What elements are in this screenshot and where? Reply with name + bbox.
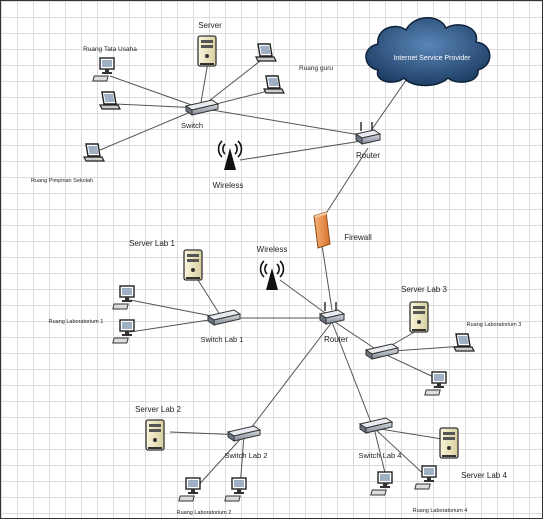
ruang-tata-usaha-label: Ruang Tata Usaha bbox=[83, 46, 137, 53]
ruang-lab1-label: Ruang Laboratorium 1 bbox=[49, 319, 104, 325]
server-lab1-label: Server Lab 1 bbox=[129, 239, 175, 248]
switch-lab2-icon bbox=[227, 425, 261, 442]
pc-icon bbox=[92, 57, 115, 82]
pc-icon bbox=[224, 477, 247, 502]
ruang-lab4-label: Ruang Laboratorium 4 bbox=[413, 508, 468, 514]
router-icon bbox=[319, 301, 345, 325]
laptop-icon bbox=[255, 43, 277, 62]
isp-cloud-icon bbox=[365, 17, 491, 87]
pc-icon bbox=[178, 477, 201, 502]
switch-icon bbox=[185, 99, 219, 116]
server-lab1-icon bbox=[183, 249, 203, 281]
server-lab3-icon bbox=[409, 301, 429, 333]
switch-lab1-label: Switch Lab 1 bbox=[201, 335, 244, 344]
switch-lab2-label: Switch Lab 2 bbox=[225, 451, 268, 460]
wireless-mid-label: Wireless bbox=[257, 245, 288, 254]
firewall-label: Firewall bbox=[344, 233, 372, 242]
switch-lab1-icon bbox=[207, 309, 241, 326]
wireless-top-label: Wireless bbox=[213, 181, 244, 190]
router-mid-label: Router bbox=[324, 335, 348, 344]
ruang-lab3-label: Ruang Laboratorium 3 bbox=[467, 322, 522, 328]
router-icon bbox=[355, 121, 381, 145]
laptop-icon bbox=[83, 143, 105, 162]
laptop-icon bbox=[453, 333, 475, 352]
server-lab4-icon bbox=[439, 427, 459, 459]
pc-icon bbox=[370, 471, 393, 496]
wireless-tower-icon bbox=[259, 260, 285, 291]
server-icon bbox=[197, 35, 217, 67]
server-lab2-icon bbox=[145, 419, 165, 451]
switch-lab4-label: Switch Lab 4 bbox=[359, 451, 402, 460]
server-lab2-label: Server Lab 2 bbox=[135, 405, 181, 414]
server-lab4-label: Server Lab 4 bbox=[461, 471, 507, 480]
switch-label: Switch bbox=[181, 121, 203, 130]
pc-icon bbox=[112, 285, 135, 310]
router-top-label: Router bbox=[356, 151, 380, 160]
ruang-pimpinan-label: Ruang Pimpinan Sekolah bbox=[31, 178, 93, 184]
firewall-icon bbox=[313, 211, 331, 249]
laptop-icon bbox=[263, 75, 285, 94]
pc-icon bbox=[112, 319, 135, 344]
laptop-icon bbox=[99, 91, 121, 110]
server-lab3-label: Server Lab 3 bbox=[401, 285, 447, 294]
switch-lab4-icon bbox=[359, 417, 393, 434]
ruang-lab2-label: Ruang Laboratorium 2 bbox=[177, 510, 232, 516]
isp-label: Internet Service Provider bbox=[393, 55, 471, 62]
pc-icon bbox=[424, 371, 447, 396]
wireless-tower-icon bbox=[217, 140, 243, 171]
ruang-guru-label: Ruang guru bbox=[299, 65, 333, 72]
server-label: Server bbox=[198, 21, 222, 30]
